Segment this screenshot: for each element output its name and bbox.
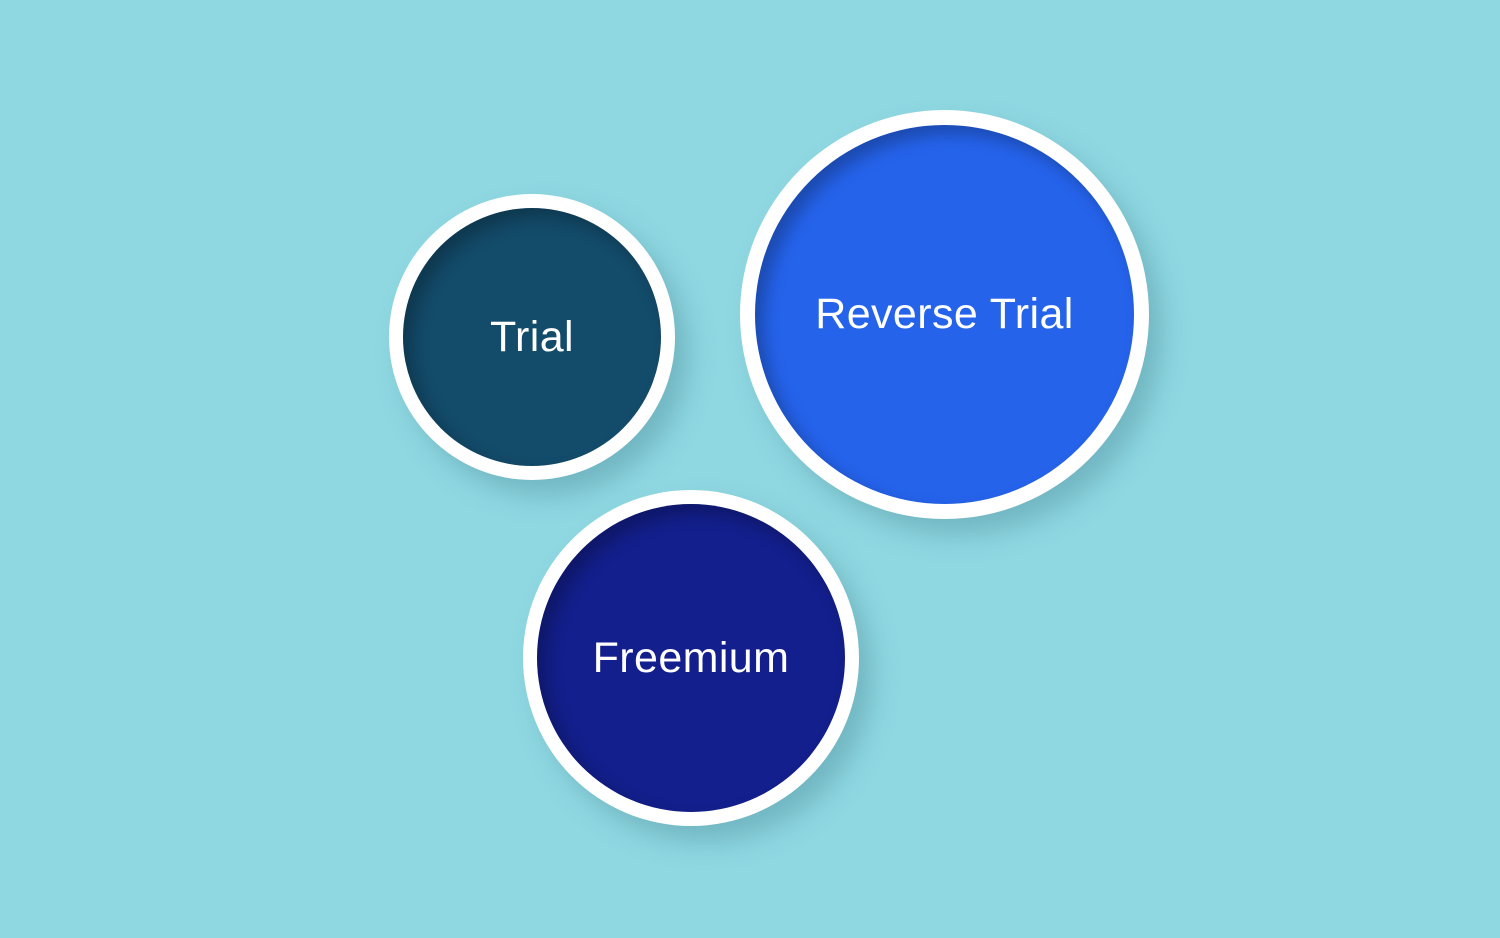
circle-node-trial[interactable]: Trial <box>389 194 675 480</box>
circle-fill-freemium: Freemium <box>537 504 845 812</box>
circle-node-freemium[interactable]: Freemium <box>523 490 859 826</box>
circle-fill-reverse-trial: Reverse Trial <box>755 125 1134 504</box>
circle-node-reverse-trial[interactable]: Reverse Trial <box>740 110 1149 519</box>
circle-fill-trial: Trial <box>403 208 661 466</box>
circle-label-reverse-trial: Reverse Trial <box>815 290 1074 338</box>
circle-label-freemium: Freemium <box>592 633 790 682</box>
circle-label-trial: Trial <box>489 312 574 361</box>
